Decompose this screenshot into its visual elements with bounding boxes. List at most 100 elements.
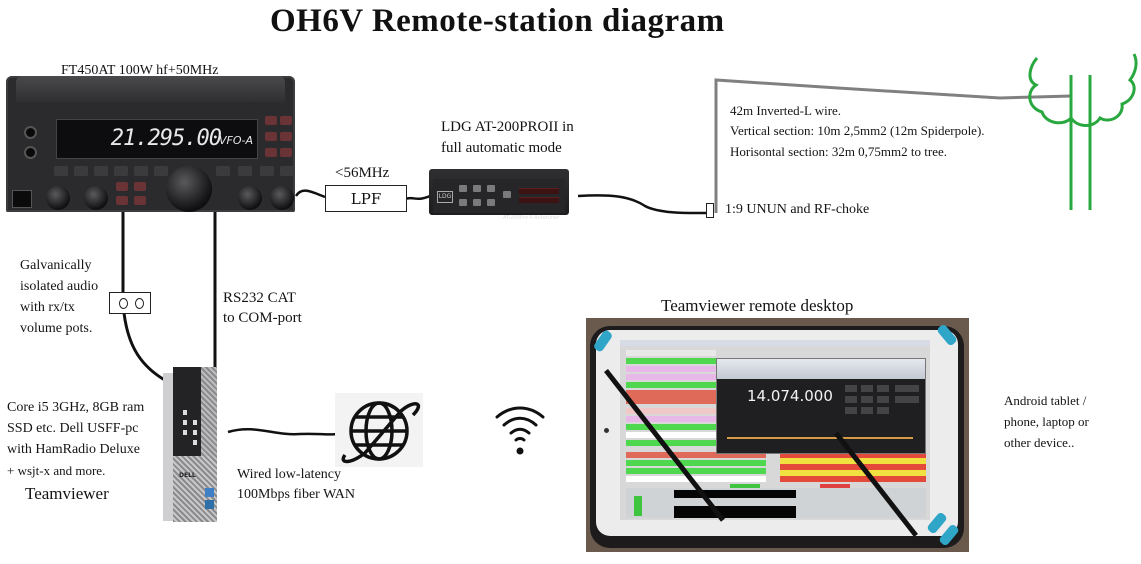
radio-button — [134, 196, 146, 205]
lpf-to-tuner-cable — [404, 194, 431, 201]
radio-button — [260, 166, 274, 176]
wifi-icon — [493, 402, 547, 456]
band-row — [780, 476, 926, 482]
rig-key — [895, 396, 919, 403]
antenna-desc-line3: Horisontal section: 32m 0,75mm2 to tree. — [730, 144, 947, 159]
radio-to-lpf-cable — [294, 189, 326, 199]
lpf-cutoff-label: <56MHz — [335, 165, 390, 181]
low-pass-filter: LPF — [325, 185, 407, 212]
tuner-button — [487, 199, 495, 206]
window-titlebar — [620, 340, 930, 346]
wsjt-button — [730, 484, 760, 488]
tree-icon — [1028, 53, 1138, 210]
radio-button — [154, 166, 168, 176]
mic-connector — [12, 190, 32, 208]
pc-desc-line4: + wsjt-x and more. — [7, 463, 106, 478]
tuner-button — [459, 199, 467, 206]
tx-volume-pot-icon — [135, 298, 144, 309]
tuner-logo: LDG — [437, 191, 453, 203]
mic-gain-knob — [270, 186, 294, 210]
radio-button — [280, 132, 292, 141]
tuner-model: AT-200Pro II Autotuner — [503, 215, 560, 221]
radio-button — [116, 182, 128, 191]
radio-button — [54, 166, 68, 176]
log-row — [626, 382, 716, 388]
phones-jack — [24, 126, 37, 139]
key-jack — [24, 146, 37, 159]
cat-desc-line1: RS232 CAT — [223, 290, 296, 306]
log-row — [626, 374, 716, 380]
radio-button — [116, 196, 128, 205]
antenna-tuner-ldg: LDG AT-200Pro II Autotuner — [421, 163, 578, 227]
usb-port — [193, 440, 197, 445]
usb-port — [183, 420, 187, 425]
remote-title: Teamviewer remote desktop — [661, 296, 854, 315]
antenna-desc-line2: Vertical section: 10m 2,5mm2 (12m Spider… — [730, 123, 985, 138]
rig-key — [845, 396, 857, 403]
tuner-led-bar — [519, 197, 559, 203]
radio-button — [114, 166, 128, 176]
log-row — [626, 460, 766, 466]
audio-desc-line4: volume pots. — [20, 321, 93, 336]
audio-desc-line2: isolated audio — [20, 279, 99, 294]
band-row — [780, 458, 926, 464]
radio-vfo: VFO-A — [218, 134, 253, 147]
wan-desc-line1: Wired low-latency — [237, 467, 342, 482]
usb-port — [193, 420, 197, 425]
log-row — [626, 366, 716, 372]
log-row — [626, 416, 716, 422]
rig-key — [861, 396, 873, 403]
remote-frequency: 14.074.000 — [747, 387, 833, 405]
tuner-button — [487, 185, 495, 192]
band-row — [780, 470, 926, 476]
radio-button — [134, 166, 148, 176]
wsjt-level-meter — [634, 496, 642, 516]
af-gain-knob — [46, 186, 70, 210]
device-desc-line2: phone, laptop or — [1004, 414, 1089, 429]
radio-button — [265, 116, 277, 125]
radio-button — [94, 166, 108, 176]
unun-rf-choke — [706, 203, 714, 218]
radio-top-plate — [16, 76, 285, 102]
tuner-button — [473, 199, 481, 206]
wan-cable — [227, 428, 346, 436]
antenna-desc-line1: 42m Inverted-L wire. — [730, 103, 842, 118]
unun-label: 1:9 UNUN and RF-choke — [725, 202, 870, 217]
device-desc-line1: Android tablet / — [1004, 393, 1087, 408]
radio-button — [280, 166, 294, 176]
band-row — [780, 464, 926, 470]
usb-port — [183, 410, 187, 415]
rig-key — [845, 385, 857, 392]
radio-button — [280, 116, 292, 125]
page-title: OH6V Remote-station diagram — [270, 3, 725, 39]
log-row — [626, 476, 766, 482]
audio-desc-line3: with rx/tx — [20, 300, 75, 315]
intel-badge — [205, 500, 214, 509]
rig-key — [861, 407, 873, 414]
log-row — [626, 390, 716, 404]
hrd-rig-control-window: 14.074.000 — [716, 358, 926, 454]
log-row — [626, 408, 716, 414]
log-row — [626, 358, 716, 364]
rig-key — [895, 385, 919, 392]
log-row — [626, 468, 766, 474]
cat-desc-line2: to COM-port — [223, 310, 302, 326]
tuner-button — [473, 185, 481, 192]
pc-software-label: Teamviewer — [25, 484, 109, 503]
tuner-to-unun-cable — [577, 194, 707, 215]
radio-frequency: 21.295.00 — [110, 126, 222, 151]
vfo-dial — [166, 166, 212, 212]
tuner-button — [459, 185, 467, 192]
radio-button — [280, 148, 292, 157]
transceiver-ft450at: 21.295.00 VFO-A — [6, 76, 295, 212]
device-desc-line3: other device.. — [1004, 435, 1075, 450]
rf-gain-knob — [84, 186, 108, 210]
log-row — [626, 432, 716, 438]
log-row — [626, 424, 716, 430]
wan-desc-line2: 100Mbps fiber WAN — [237, 487, 355, 502]
tuner-label-line1: LDG AT-200PROII in — [441, 119, 574, 135]
wsjt-freq-display — [674, 490, 796, 498]
usb-port — [183, 430, 187, 435]
windows-badge — [205, 488, 214, 497]
